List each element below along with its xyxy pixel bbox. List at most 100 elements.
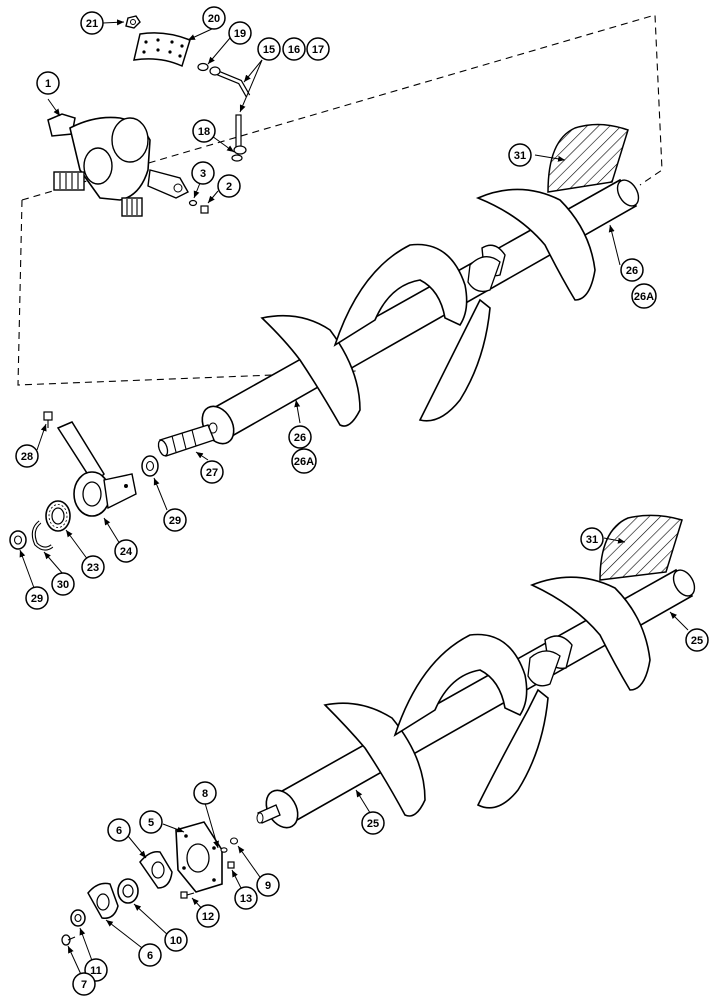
nut-part-13 [227,861,235,869]
callout-24: 24 [114,539,138,563]
callout-10: 10 [164,928,188,952]
washer-part-19 [197,62,209,72]
callout-circle [257,37,281,61]
callout-5: 5 [139,810,163,834]
callout-circle [107,818,131,842]
callout-21: 21 [80,11,104,35]
callout-circle [51,572,75,596]
callout-label: 29 [169,515,181,527]
callout-circle [200,460,224,484]
callout-circle [72,972,96,996]
callout-15: 15 [257,37,281,61]
callout-3: 3 [191,161,215,185]
rod-part-16 [233,114,247,155]
upper-auger-part-26 [201,123,640,445]
callout-label: 26A [634,291,654,303]
callout-label: 26A [294,456,314,468]
callout-circle [196,904,220,928]
callout-18: 18 [192,119,216,143]
callout-26A: 26A [631,283,657,309]
callout-label: 29 [31,593,43,605]
callout-label: 17 [312,44,324,56]
callout-label: 7 [81,979,87,991]
callout-label: 8 [202,788,208,800]
callout-circle [306,37,330,61]
callout-circle [631,283,657,309]
callout-label: 20 [208,13,220,25]
callout-label: 5 [148,817,154,829]
callout-29: 29 [25,586,49,610]
washer-part-3 [188,199,198,207]
callout-label: 31 [586,534,598,546]
callout-30: 30 [51,572,75,596]
callout-7: 7 [72,972,96,996]
callout-circle [138,943,162,967]
callout-26: 26 [620,258,644,282]
callout-label: 2 [226,181,232,193]
callout-circle [193,781,217,805]
callout-17: 17 [306,37,330,61]
callout-label: 23 [87,562,99,574]
callout-12: 12 [196,904,220,928]
callout-26A: 26A [291,448,317,474]
callout-circle [288,425,312,449]
bearing-housing-part-24 [56,421,137,517]
callout-25: 25 [685,628,709,652]
callout-13: 13 [234,886,258,910]
callout-label: 27 [206,467,218,479]
callout-label: 3 [200,168,206,180]
bearing-plate-part-5 [175,821,223,893]
callout-label: 16 [288,44,300,56]
callout-circle [361,811,385,835]
callout-circle [15,444,39,468]
nut-part-21 [125,15,141,29]
callout-19: 19 [228,21,252,45]
callout-circle [80,11,104,35]
callout-28: 28 [15,444,39,468]
bearing-part-10 [117,878,139,904]
callout-label: 10 [170,935,182,947]
callout-label: 15 [263,44,275,56]
brake-lining-part-20 [133,32,191,68]
bolt-part-2 [200,205,209,214]
bolt-part-28 [43,411,53,428]
callout-29: 29 [163,508,187,532]
snap-ring-part-30 [31,520,54,551]
callout-circle [114,539,138,563]
callout-label: 25 [691,635,703,647]
lever-part-15 [209,66,251,98]
callout-circle [192,119,216,143]
washer-part-8 [220,847,228,853]
shaft-part-27 [157,424,215,457]
callout-label: 19 [234,28,246,40]
washer-part-18 [231,154,243,162]
callout-2: 2 [217,174,241,198]
bearing-part-29-lower [9,530,27,550]
callout-circle [508,143,532,167]
callout-circle [36,71,60,95]
callout-circle [282,37,306,61]
callout-circle [620,258,644,282]
callout-23: 23 [81,555,105,579]
bolt-part-7 [61,934,76,946]
callout-1: 1 [36,71,60,95]
flange-part-6-lower [87,882,119,919]
callout-label: 6 [147,950,153,962]
callout-label: 6 [116,825,122,837]
callout-label: 28 [21,451,33,463]
callout-9: 9 [256,873,280,897]
callout-20: 20 [202,6,226,30]
callout-31: 31 [580,527,604,551]
callout-label: 25 [367,818,379,830]
callout-label: 21 [86,18,98,30]
callout-27: 27 [200,460,224,484]
callout-6: 6 [138,943,162,967]
callout-circle [81,555,105,579]
bearing-part-23 [45,500,71,532]
lower-auger-part-25 [256,514,696,829]
callout-label: 1 [45,78,51,90]
nut-part-9 [229,837,239,845]
callout-label: 11 [90,965,102,977]
callout-circle [139,810,163,834]
